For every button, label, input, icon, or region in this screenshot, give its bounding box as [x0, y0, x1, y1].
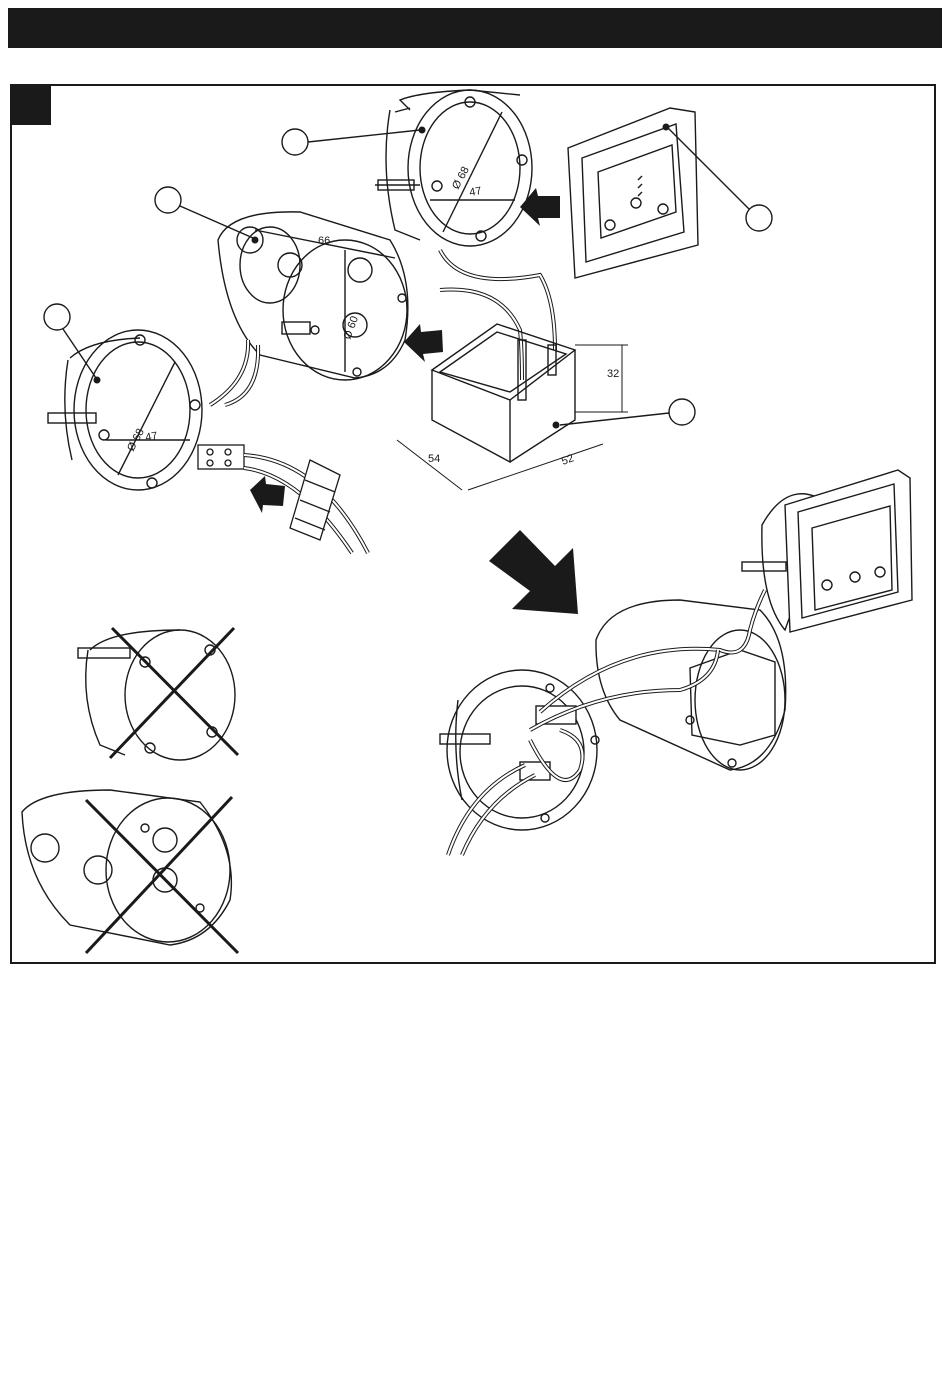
dim-double-width: 66: [318, 235, 330, 247]
assembled-cables: [448, 590, 765, 855]
insert-arrow-module: [404, 324, 443, 362]
flush-box-top: [375, 90, 532, 246]
assembled-boxes: [440, 600, 786, 830]
control-panel: [568, 108, 698, 278]
insert-arrow-top: [520, 188, 560, 226]
callout-relay-module: [553, 399, 696, 429]
terminal-block: [198, 445, 244, 469]
callout-flush-box-left: [44, 304, 101, 384]
assembled-panel: [742, 470, 912, 632]
callout-double-box: [155, 187, 259, 244]
dim-left-inner: 47: [144, 430, 158, 444]
cross-mark-double: [86, 797, 238, 953]
callout-flush-box-top: [282, 127, 426, 156]
result-arrow: [489, 530, 578, 614]
dim-module-height: 32: [607, 368, 619, 380]
dim-top-inner: 47: [468, 185, 482, 199]
incorrect-box-double: [22, 790, 231, 945]
flush-box-left: [48, 330, 202, 490]
dim-module-length: 54: [428, 453, 440, 465]
relay-module: [432, 324, 575, 462]
